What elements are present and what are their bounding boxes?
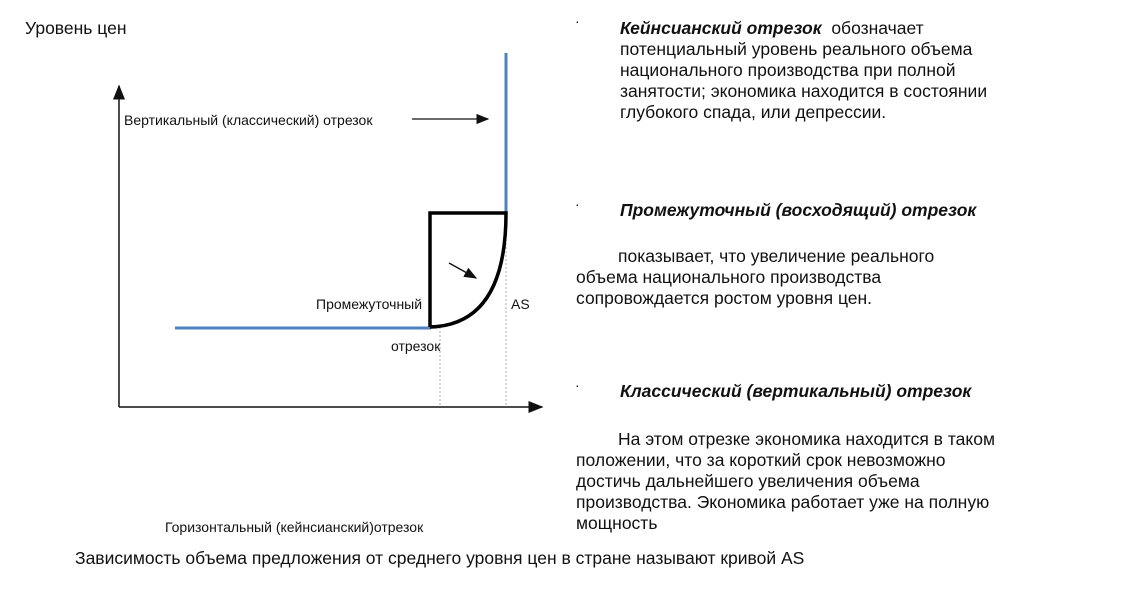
bullet-marker: · xyxy=(575,196,580,212)
bullet-marker: · xyxy=(575,13,580,29)
horizontal-segment-label: Горизонтальный (кейнсианский)отрезок xyxy=(165,519,424,535)
bullet-intermediate-title: Промежуточный (восходящий) отрезок xyxy=(620,200,976,221)
bullet-title: Классический (вертикальный) отрезок xyxy=(620,381,972,401)
text-line: сопровождается ростом уровня цен. xyxy=(576,288,873,308)
text-line: обозначает xyxy=(831,18,924,38)
bullet-title: Промежуточный (восходящий) отрезок xyxy=(620,200,977,220)
text-line: положении, что за короткий срок невозмож… xyxy=(576,450,946,470)
text-line: потенциальный уровень реального объема xyxy=(620,39,973,59)
text-line: объема национального производства xyxy=(576,267,882,287)
text-line: национального производства при полной xyxy=(620,60,956,80)
y-axis-label: Уровень цен xyxy=(25,18,127,38)
text-line: достичь дальнейшего увеличения объема xyxy=(576,471,920,491)
bullet-keynesian: Кейнсианский отрезок обозначает потенциа… xyxy=(620,18,987,123)
pointer-arrow xyxy=(448,262,478,279)
text-line: мощность xyxy=(576,513,658,533)
text-line: На этом отрезке экономика находится в та… xyxy=(618,429,996,449)
bullet-title: Кейнсианский отрезок xyxy=(620,18,822,38)
caption: Зависимость объема предложения от средне… xyxy=(75,548,805,568)
text-line: занятости; экономика находится в состоян… xyxy=(620,81,988,101)
text-line: показывает, что увеличение реального xyxy=(618,246,935,266)
text-line: глубокого спада, или депрессии. xyxy=(620,102,887,122)
as-curve-label: AS xyxy=(511,296,530,312)
intermediate-label-1: Промежуточный xyxy=(316,296,423,312)
intermediate-segment-outline xyxy=(428,211,508,329)
bullet-marker: · xyxy=(575,377,580,393)
bullet-classical-title: Классический (вертикальный) отрезок xyxy=(620,381,971,402)
intermediate-label-2: отрезок xyxy=(391,338,441,354)
bullet-classical-body: На этом отрезке экономика находится в та… xyxy=(576,429,995,534)
vertical-segment-label: Вертикальный (классический) отрезок xyxy=(124,112,373,128)
text-line: производства. Экономика работает уже на … xyxy=(576,492,990,512)
bullet-intermediate-body: показывает, что увеличение реального объ… xyxy=(576,246,934,309)
